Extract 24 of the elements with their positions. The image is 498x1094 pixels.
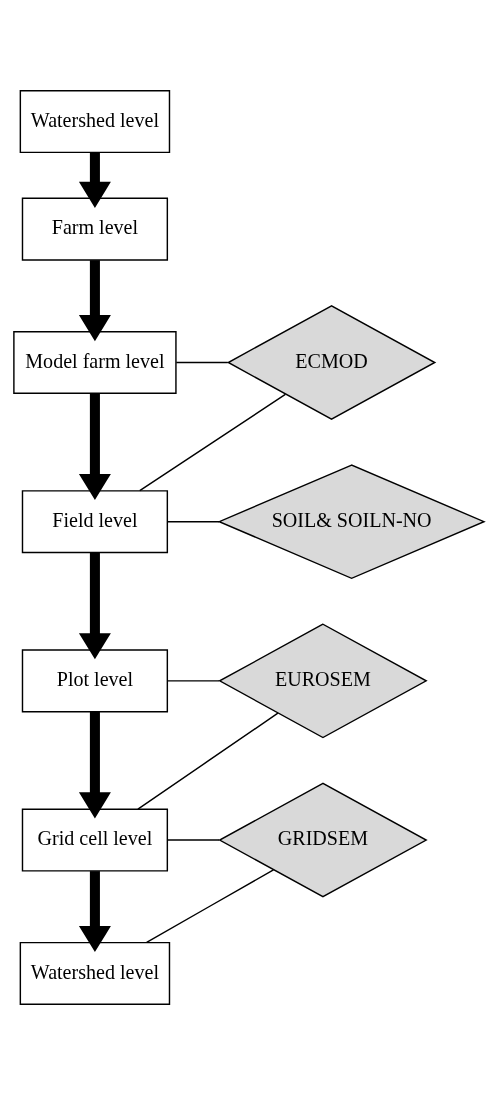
arrow bbox=[78, 392, 111, 500]
arrow bbox=[78, 711, 111, 818]
node-diamond: ECMOD bbox=[226, 304, 437, 420]
node-box: Grid cell level bbox=[21, 808, 169, 872]
connector bbox=[145, 868, 275, 943]
connector bbox=[166, 838, 220, 841]
node-box: Farm level bbox=[21, 197, 169, 261]
node-diamond: SOIL& SOILN-NO bbox=[217, 463, 486, 579]
arrow bbox=[78, 259, 111, 341]
connector bbox=[166, 679, 220, 682]
arrow bbox=[78, 152, 111, 208]
connector bbox=[166, 520, 220, 522]
connector bbox=[137, 711, 279, 810]
connector bbox=[175, 361, 229, 363]
node-diamond: GRIDSEM bbox=[218, 782, 428, 898]
node-box: Watershed level bbox=[19, 941, 171, 1005]
node-diamond: EUROSEM bbox=[218, 622, 428, 738]
node-box: Model farm level bbox=[13, 330, 177, 394]
node-box: Watershed level bbox=[19, 89, 171, 153]
node-box: Field level bbox=[21, 489, 169, 553]
arrow bbox=[78, 870, 111, 952]
connector bbox=[139, 393, 287, 491]
arrow bbox=[78, 552, 111, 659]
node-box: Plot level bbox=[21, 648, 169, 712]
